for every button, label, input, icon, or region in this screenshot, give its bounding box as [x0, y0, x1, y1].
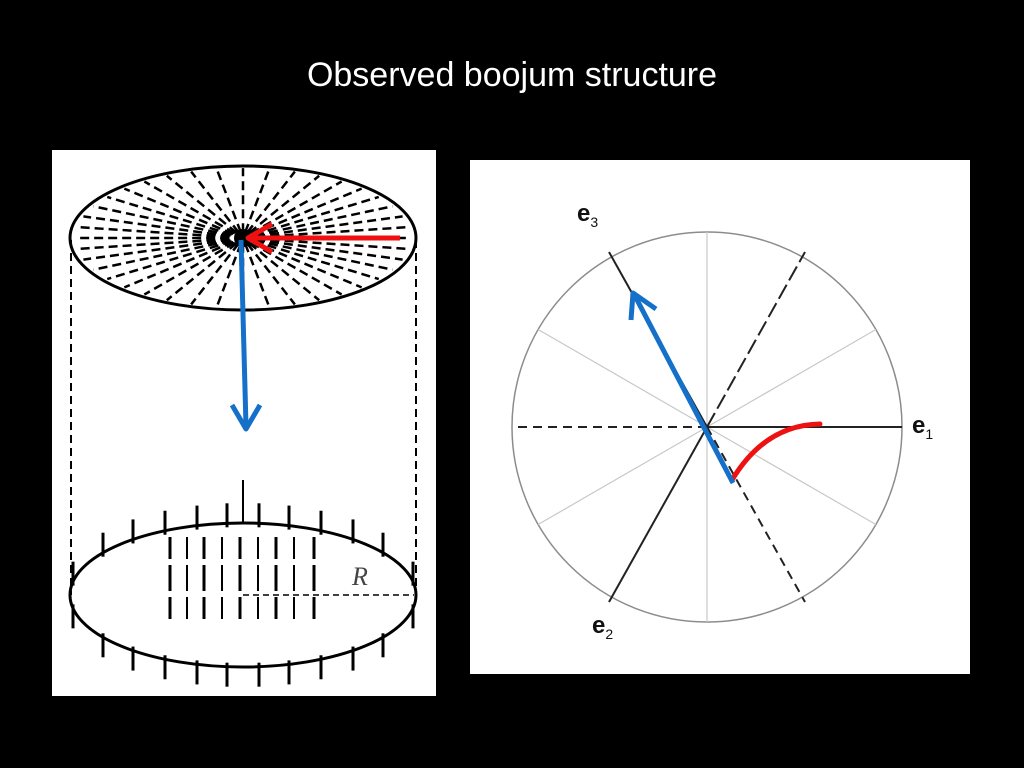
radial-dash [123, 240, 234, 289]
cylinder-diagram [68, 164, 418, 687]
slide-title: Observed boojum structure [306, 56, 718, 94]
radial-dash [255, 239, 393, 271]
e2-axis-solid [608, 426, 708, 603]
radial-dash [93, 205, 231, 237]
radial-dash [248, 242, 320, 302]
radial-dash [255, 205, 393, 237]
radial-dash [143, 180, 236, 235]
red-arc [729, 421, 823, 483]
radial-dash [253, 195, 380, 236]
radial-dash [215, 168, 243, 233]
blue-arrow [238, 239, 249, 427]
radial-dash [246, 242, 296, 306]
radius-label: R [352, 562, 368, 591]
red-arrow-head [245, 221, 274, 255]
faint-radial-line [706, 328, 877, 428]
radial-dash [253, 240, 380, 281]
radial-dash [106, 195, 233, 236]
faint-radial-line [537, 328, 708, 428]
radial-dash [248, 174, 320, 234]
radial-dash [77, 237, 230, 251]
radial-dash [106, 240, 233, 281]
radial-dash [246, 170, 296, 234]
radial-dash [123, 187, 234, 236]
bottom-ellipse [68, 521, 418, 669]
director-circle-panel: e3 e1 e2 [470, 160, 970, 674]
bottom-vertical-ticks [71, 480, 415, 687]
radial-dash [166, 242, 238, 302]
radial-dash [190, 242, 240, 306]
blue-director-arrow-head [628, 290, 658, 321]
e2-label: e2 [592, 612, 614, 642]
radial-dash [243, 168, 271, 233]
radial-dash [83, 215, 231, 238]
faint-radial-lines [537, 232, 877, 622]
radial-dash [77, 225, 230, 239]
radial-dash [190, 170, 240, 234]
radial-dash [166, 174, 238, 234]
top-radial-dashes [75, 168, 411, 308]
e3-axis-dashed [706, 426, 806, 603]
faint-radial-line [706, 426, 877, 526]
cylinder-diagram-panel: R [52, 150, 436, 696]
radial-dash [243, 243, 271, 308]
blue-director-arrow [632, 294, 736, 485]
e1-label: e1 [912, 412, 934, 442]
director-circle-diagram [511, 231, 903, 623]
e2-axis-dashed [706, 251, 806, 428]
radial-dash [256, 225, 409, 239]
blue-arrow-head [229, 403, 263, 432]
radial-dash [143, 241, 236, 296]
faint-radial-line [537, 426, 708, 526]
radial-dash [215, 243, 243, 308]
bottom-inner-ticks [168, 537, 316, 619]
radial-dash [93, 239, 231, 271]
radial-dash [256, 237, 409, 251]
boojum-point [234, 229, 252, 247]
radial-dash [83, 238, 231, 261]
radial-dash [255, 215, 403, 238]
radial-dash [255, 238, 403, 261]
e3-label: e3 [577, 200, 599, 230]
